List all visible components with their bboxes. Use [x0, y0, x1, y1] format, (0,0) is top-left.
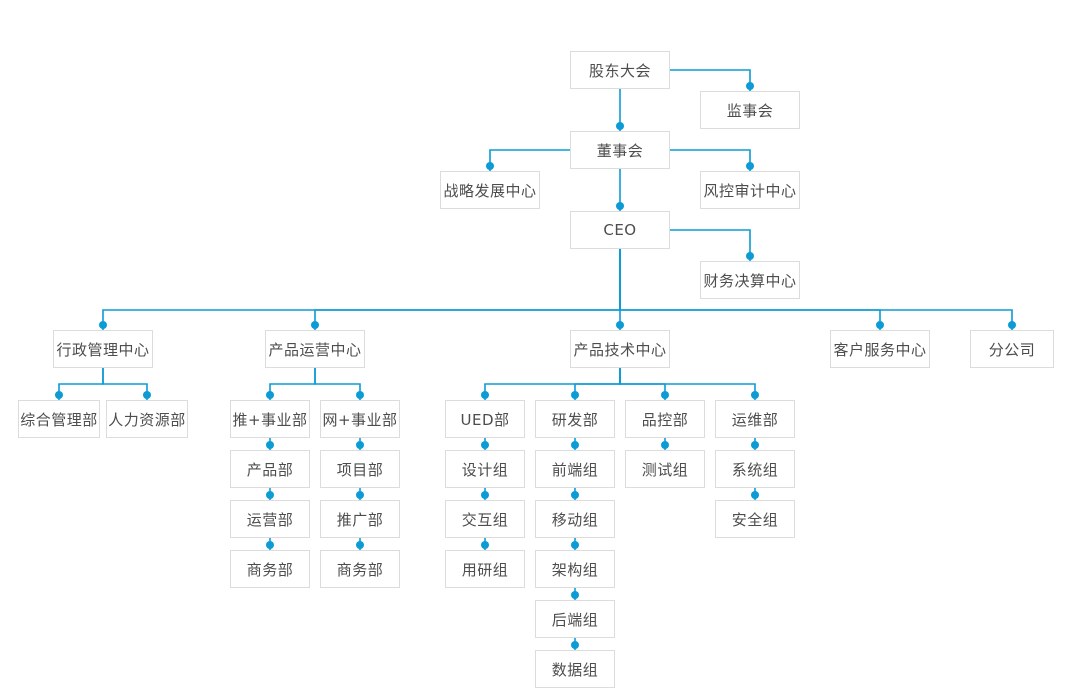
connector-dot	[616, 321, 624, 329]
connector-line	[670, 229, 751, 261]
org-node-houduan-zu: 后端组	[535, 600, 615, 638]
connector-dot	[571, 491, 579, 499]
connector-dot	[356, 441, 364, 449]
connector-dot	[876, 321, 884, 329]
org-node-qianduan-zu: 前端组	[535, 450, 615, 488]
connector-dot	[746, 162, 754, 170]
org-node-kehu-fuwu: 客户服务中心	[830, 330, 930, 368]
connector-dot	[1008, 321, 1016, 329]
org-node-chanpin-yunying: 产品运营中心	[265, 330, 365, 368]
connector-line	[314, 249, 621, 330]
org-node-shuju-zu: 数据组	[535, 650, 615, 688]
connector-dot	[266, 441, 274, 449]
org-node-chanpin-jishu: 产品技术中心	[570, 330, 670, 368]
connector-dot	[751, 441, 759, 449]
org-node-shangwu-bu-2: 商务部	[320, 550, 400, 588]
connector-line	[489, 149, 570, 171]
connector-dot	[746, 252, 754, 260]
connector-dot	[616, 122, 624, 130]
connector-dot	[356, 541, 364, 549]
org-node-anquan-zu: 安全组	[715, 500, 795, 538]
connector-dot	[143, 391, 151, 399]
connector-dot	[486, 162, 494, 170]
org-node-chanpin-bu: 产品部	[230, 450, 310, 488]
connector-dot	[751, 491, 759, 499]
connector-dot	[481, 441, 489, 449]
org-node-xiangmu-bu: 项目部	[320, 450, 400, 488]
connector-dot	[571, 391, 579, 399]
connector-dot	[481, 491, 489, 499]
connector-dot	[311, 321, 319, 329]
org-node-yunwei-bu: 运维部	[715, 400, 795, 438]
org-node-dongshihui: 董事会	[570, 131, 670, 169]
org-node-shangwu-bu-1: 商务部	[230, 550, 310, 588]
org-node-yidong-zu: 移动组	[535, 500, 615, 538]
connector-line	[269, 368, 316, 400]
org-node-yanfa-bu: 研发部	[535, 400, 615, 438]
org-node-wang-shiyebu: 网+事业部	[320, 400, 400, 438]
org-node-renli-ziyuan: 人力资源部	[106, 400, 188, 438]
connector-dot	[751, 391, 759, 399]
connector-dot	[616, 202, 624, 210]
connector-line	[619, 368, 756, 400]
connector-line	[619, 249, 1013, 330]
connector-dot	[266, 541, 274, 549]
org-node-tui-shiyebu: 推+事业部	[230, 400, 310, 438]
connector-line	[102, 368, 148, 400]
connector-line	[670, 149, 751, 171]
org-node-sheji-zu: 设计组	[445, 450, 525, 488]
connector-dot	[356, 391, 364, 399]
connector-dot	[481, 391, 489, 399]
org-node-zonghe-guanli: 综合管理部	[18, 400, 100, 438]
connector-line	[58, 368, 104, 400]
org-node-ceshi-zu: 测试组	[625, 450, 705, 488]
connector-dot	[571, 591, 579, 599]
org-node-ued-bu: UED部	[445, 400, 525, 438]
connector-dot	[571, 641, 579, 649]
connector-line	[314, 368, 361, 400]
org-node-jiaohu-zu: 交互组	[445, 500, 525, 538]
connector-dot	[266, 391, 274, 399]
org-node-jianshihui: 监事会	[700, 91, 800, 129]
connector-line	[670, 69, 751, 91]
org-node-yongyan-zu: 用研组	[445, 550, 525, 588]
connector-line	[102, 249, 621, 330]
org-node-caiwu-juesuan: 财务决算中心	[700, 261, 800, 299]
connector-dot	[356, 491, 364, 499]
connector-dot	[99, 321, 107, 329]
connector-line	[574, 368, 621, 400]
org-node-xitong-zu: 系统组	[715, 450, 795, 488]
org-node-jiagou-zu: 架构组	[535, 550, 615, 588]
org-node-tuiguang-bu: 推广部	[320, 500, 400, 538]
org-node-pinkong-bu: 品控部	[625, 400, 705, 438]
org-node-fengongsi: 分公司	[970, 330, 1054, 368]
org-node-gudong-dahui: 股东大会	[570, 51, 670, 89]
connector-dot	[571, 541, 579, 549]
org-node-ceo: CEO	[570, 211, 670, 249]
org-node-zhanlve-fazhan: 战略发展中心	[440, 171, 540, 209]
connector-dot	[266, 491, 274, 499]
connector-dot	[481, 541, 489, 549]
connector-dot	[661, 441, 669, 449]
connector-dot	[746, 82, 754, 90]
connector-dot	[55, 391, 63, 399]
org-node-yunying-bu: 运营部	[230, 500, 310, 538]
org-node-xingzheng-guanli: 行政管理中心	[53, 330, 153, 368]
connector-dot	[571, 441, 579, 449]
org-node-fengkong-shenji: 风控审计中心	[700, 171, 800, 209]
connector-dot	[661, 391, 669, 399]
